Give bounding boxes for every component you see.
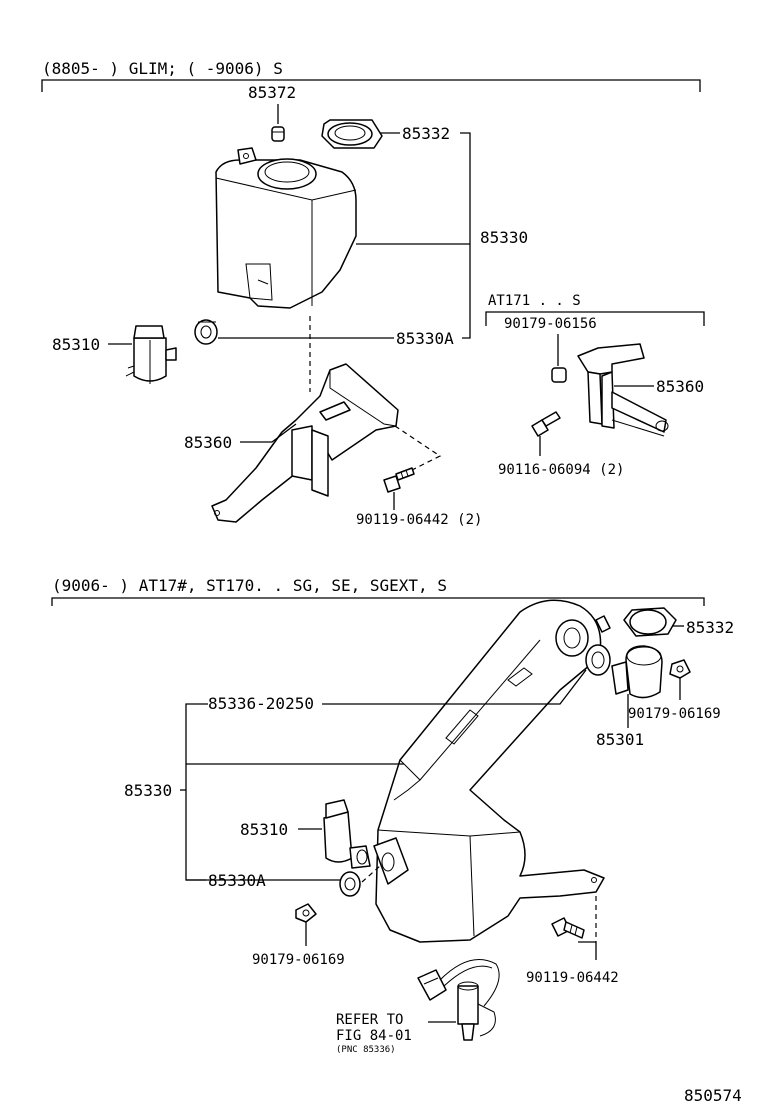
cap-85332-bottom	[623, 607, 677, 637]
washer-pump-85310	[125, 325, 177, 384]
refer-line-2: FIG 84-01	[336, 1028, 412, 1044]
label-85360-sub: 85360	[656, 377, 704, 396]
leader-85360-top	[240, 423, 297, 443]
label-90116-06094: 90116-06094 (2)	[498, 462, 624, 478]
label-85336-20250: 85336-20250	[208, 694, 314, 713]
sub-variant-header: AT171 . . S	[488, 293, 581, 309]
label-85332-bottom: 85332	[686, 618, 734, 637]
cap-85332	[321, 119, 383, 149]
label-85330-bottom: 85330	[124, 781, 172, 800]
bracket-85360-top	[211, 363, 399, 523]
washer-pump-85310-bottom	[323, 799, 371, 869]
bottom-section: (9006- ) AT17#, ST170. . SG, SE, SGEXT, …	[51, 576, 734, 1055]
washer-reservoir-tank	[215, 147, 357, 309]
nut-90179-06169-right	[669, 659, 691, 679]
dashed-guide-3	[361, 865, 381, 883]
refer-line-1: REFER TO	[336, 1012, 403, 1028]
seal-85336-20250	[585, 644, 611, 676]
bracket-85330-group	[460, 132, 471, 339]
bracket-85330-bottom-group	[185, 703, 208, 881]
bolt-90116-06094	[531, 411, 561, 437]
refer-line-3: (PNC 85336)	[336, 1045, 396, 1055]
label-85330a-bottom: 85330A	[208, 871, 266, 890]
nut-90179-06169-left	[295, 903, 317, 923]
label-85360-top: 85360	[184, 433, 232, 452]
nut-90179-06156	[551, 367, 567, 383]
sub-variant-at171: AT171 . . S 90179-06156 85360 9	[485, 293, 705, 478]
label-85301: 85301	[596, 730, 644, 749]
label-06169-left: 90179-06169	[252, 952, 345, 968]
top-section: (8805- ) GLIM; ( -9006) S 85372 85332	[41, 59, 705, 528]
label-90179-06156: 90179-06156	[504, 316, 597, 332]
top-section-bracket	[41, 79, 701, 92]
leader-85336	[322, 669, 587, 705]
dashed-guide-2	[394, 425, 442, 477]
label-85310-bottom: 85310	[240, 820, 288, 839]
label-06169-right: 90179-06169	[628, 706, 721, 722]
top-section-header: (8805- ) GLIM; ( -9006) S	[42, 59, 283, 78]
label-85372: 85372	[248, 83, 296, 102]
level-sensor-harness	[417, 959, 500, 1041]
bracket-85360-sub	[577, 343, 669, 437]
bottom-section-bracket	[51, 597, 705, 606]
label-85332-top: 85332	[402, 124, 450, 143]
filler-neck-85301	[611, 645, 663, 699]
bolt-90119-06442-bottom	[551, 917, 585, 939]
grommet-85330a-bottom	[339, 871, 361, 897]
label-06442-top: 90119-06442 (2)	[356, 512, 482, 528]
label-06442-bottom: 90119-06442	[526, 970, 619, 986]
grommet-85372	[271, 126, 285, 142]
washer-reservoir-large	[373, 599, 611, 943]
label-85330a-top: 85330A	[396, 329, 454, 348]
grommet-85330a	[194, 319, 218, 345]
bolt-90119-06442-top	[383, 467, 415, 493]
figure-number: 850574	[684, 1086, 742, 1105]
bottom-section-header: (9006- ) AT17#, ST170. . SG, SE, SGEXT, …	[52, 576, 447, 595]
label-85310-top: 85310	[52, 335, 100, 354]
sub-variant-bracket	[485, 311, 705, 326]
leader-06442-bottom	[578, 941, 597, 960]
label-85330-top: 85330	[480, 228, 528, 247]
